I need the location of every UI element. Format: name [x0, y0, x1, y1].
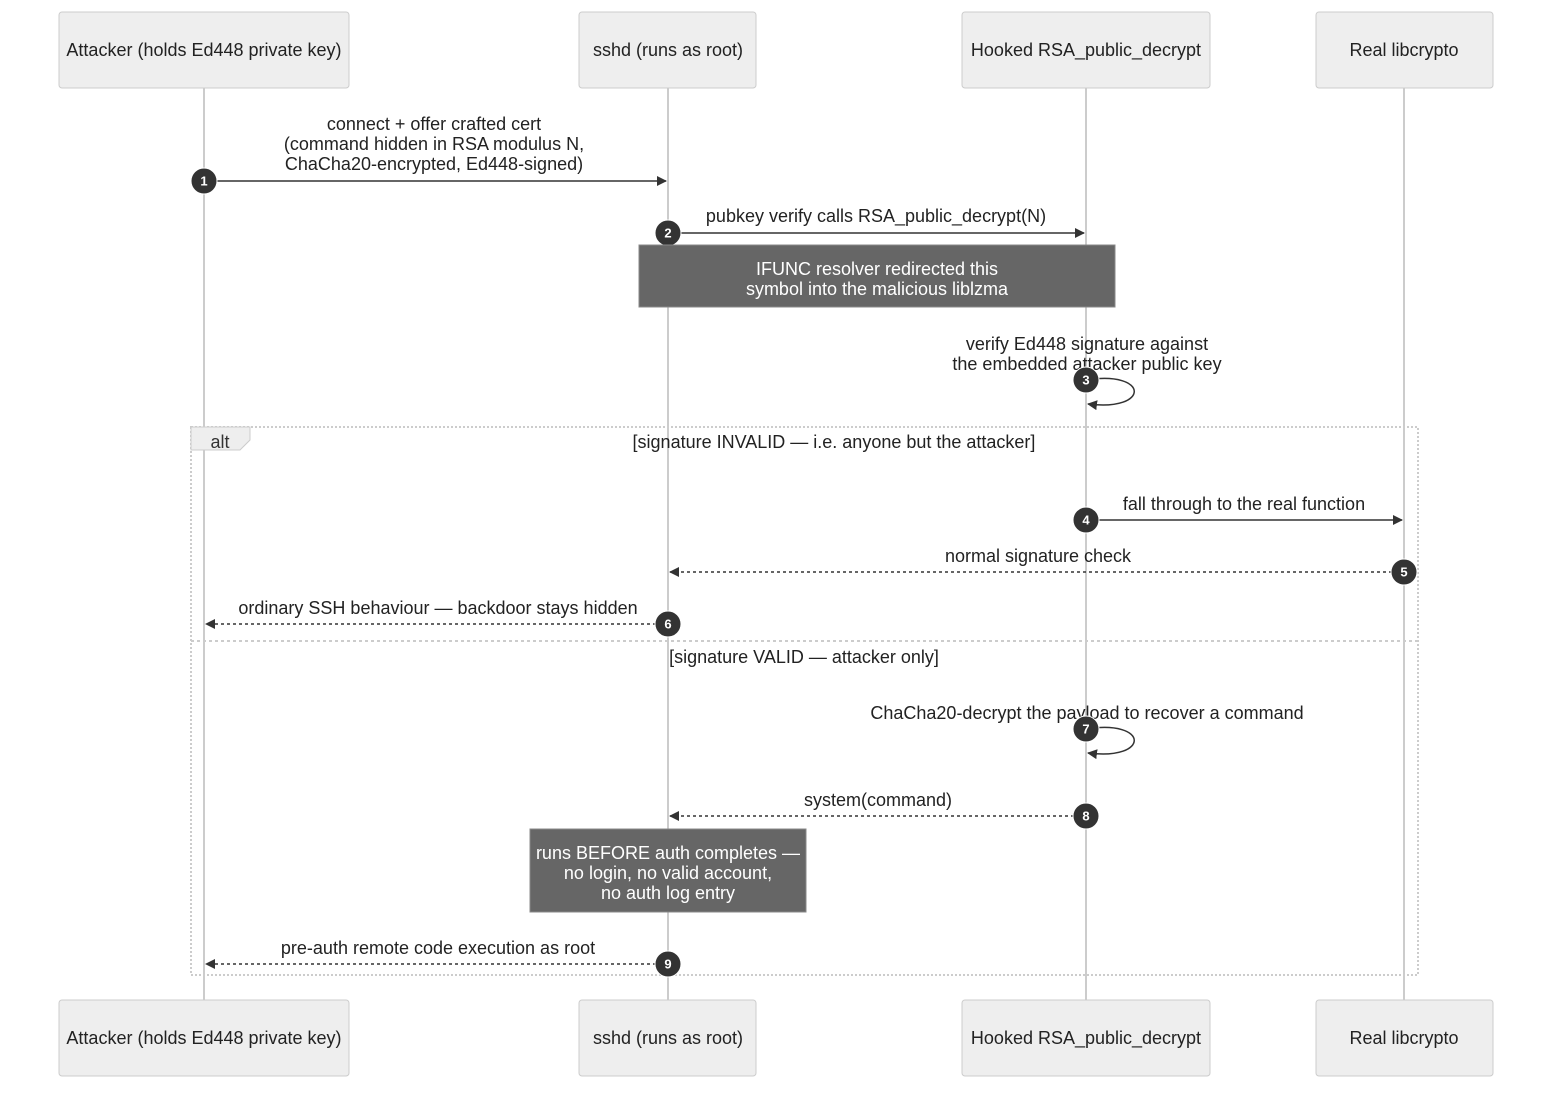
actor-sshd-label: sshd (runs as root) — [593, 40, 743, 60]
svg-text:3: 3 — [1082, 373, 1089, 388]
svg-text:1: 1 — [200, 174, 207, 189]
message-2: pubkey verify calls RSA_public_decrypt(N… — [654, 206, 1085, 247]
actor-hook-bottom: Hooked RSA_public_decrypt — [961, 999, 1211, 1077]
message-5-line-1: normal signature check — [945, 546, 1132, 566]
svg-text:5: 5 — [1400, 565, 1407, 580]
message-1-line-2: (command hidden in RSA modulus N, — [284, 134, 584, 154]
message-3-line-1: verify Ed448 signature against — [966, 334, 1208, 354]
actors-top: Attacker (holds Ed448 private key) sshd … — [58, 11, 1494, 89]
message-2-badge: 2 — [654, 219, 682, 247]
message-4-badge: 4 — [1072, 506, 1100, 534]
svg-text:2: 2 — [664, 226, 671, 241]
actor-sshd-top: sshd (runs as root) — [578, 11, 757, 89]
message-4-line-1: fall through to the real function — [1123, 494, 1365, 514]
message-5-badge: 5 — [1390, 558, 1418, 586]
message-8-line-1: system(command) — [804, 790, 952, 810]
alt-label: alt — [210, 432, 229, 452]
alt-frame: alt [signature INVALID — i.e. anyone but… — [190, 426, 1419, 976]
actor-libcrypto-top: Real libcrypto — [1315, 11, 1494, 89]
note-preauth-line-1: runs BEFORE auth completes — — [536, 843, 800, 863]
note-ifunc-line-2: symbol into the malicious liblzma — [746, 279, 1009, 299]
message-5: normal signature check 5 — [669, 546, 1418, 586]
actor-attacker-label: Attacker (holds Ed448 private key) — [66, 40, 341, 60]
message-8: system(command) 8 — [669, 790, 1100, 830]
svg-text:4: 4 — [1082, 513, 1090, 528]
message-7-line-1: ChaCha20-decrypt the payload to recover … — [870, 703, 1303, 723]
note-ifunc: IFUNC resolver redirected this symbol in… — [638, 244, 1116, 308]
actor-attacker-label-bottom: Attacker (holds Ed448 private key) — [66, 1028, 341, 1048]
note-preauth: runs BEFORE auth completes — no login, n… — [529, 828, 807, 913]
message-1-line-3: ChaCha20-encrypted, Ed448-signed) — [285, 154, 583, 174]
message-1-badge: 1 — [190, 167, 218, 195]
svg-text:7: 7 — [1082, 722, 1089, 737]
message-3-loop — [1085, 377, 1135, 411]
alt-guard-invalid: [signature INVALID — i.e. anyone but the… — [633, 432, 1036, 452]
actor-attacker-top: Attacker (holds Ed448 private key) — [58, 11, 350, 89]
actor-libcrypto-label-bottom: Real libcrypto — [1349, 1028, 1458, 1048]
message-1: connect + offer crafted cert (command hi… — [190, 114, 667, 195]
actors-bottom: Attacker (holds Ed448 private key) sshd … — [58, 999, 1494, 1077]
alt-guard-valid: [signature VALID — attacker only] — [669, 647, 939, 667]
message-9-badge: 9 — [654, 950, 682, 978]
alt-frame-tab — [190, 426, 251, 451]
note-ifunc-line-1: IFUNC resolver redirected this — [756, 259, 998, 279]
actor-sshd-bottom: sshd (runs as root) — [578, 999, 757, 1077]
message-4: fall through to the real function 4 — [1072, 494, 1403, 534]
message-1-line-1: connect + offer crafted cert — [327, 114, 541, 134]
svg-text:8: 8 — [1082, 809, 1089, 824]
note-preauth-line-3: no auth log entry — [601, 883, 735, 903]
actor-libcrypto-bottom: Real libcrypto — [1315, 999, 1494, 1077]
svg-text:6: 6 — [664, 617, 671, 632]
actor-hook-label: Hooked RSA_public_decrypt — [971, 40, 1201, 61]
message-3: verify Ed448 signature against the embed… — [952, 334, 1222, 411]
message-6-line-1: ordinary SSH behaviour — backdoor stays … — [238, 598, 637, 618]
message-7-loop — [1085, 726, 1135, 760]
message-7: ChaCha20-decrypt the payload to recover … — [870, 703, 1304, 760]
actor-hook-label-bottom: Hooked RSA_public_decrypt — [971, 1028, 1201, 1049]
message-6-badge: 6 — [654, 610, 682, 638]
message-2-line-1: pubkey verify calls RSA_public_decrypt(N… — [706, 206, 1046, 227]
actor-hook-top: Hooked RSA_public_decrypt — [961, 11, 1211, 89]
actor-sshd-label-bottom: sshd (runs as root) — [593, 1028, 743, 1048]
actor-libcrypto-label: Real libcrypto — [1349, 40, 1458, 60]
alt-frame-border — [190, 426, 1419, 976]
svg-text:9: 9 — [664, 957, 671, 972]
message-6: ordinary SSH behaviour — backdoor stays … — [205, 598, 682, 638]
message-9-line-1: pre-auth remote code execution as root — [281, 938, 595, 958]
message-3-badge: 3 — [1072, 366, 1100, 394]
message-3-line-2: the embedded attacker public key — [952, 354, 1221, 374]
actor-attacker-bottom: Attacker (holds Ed448 private key) — [58, 999, 350, 1077]
message-7-badge: 7 — [1072, 715, 1100, 743]
message-8-badge: 8 — [1072, 802, 1100, 830]
note-preauth-line-2: no login, no valid account, — [564, 863, 772, 883]
message-9: pre-auth remote code execution as root 9 — [205, 938, 682, 978]
